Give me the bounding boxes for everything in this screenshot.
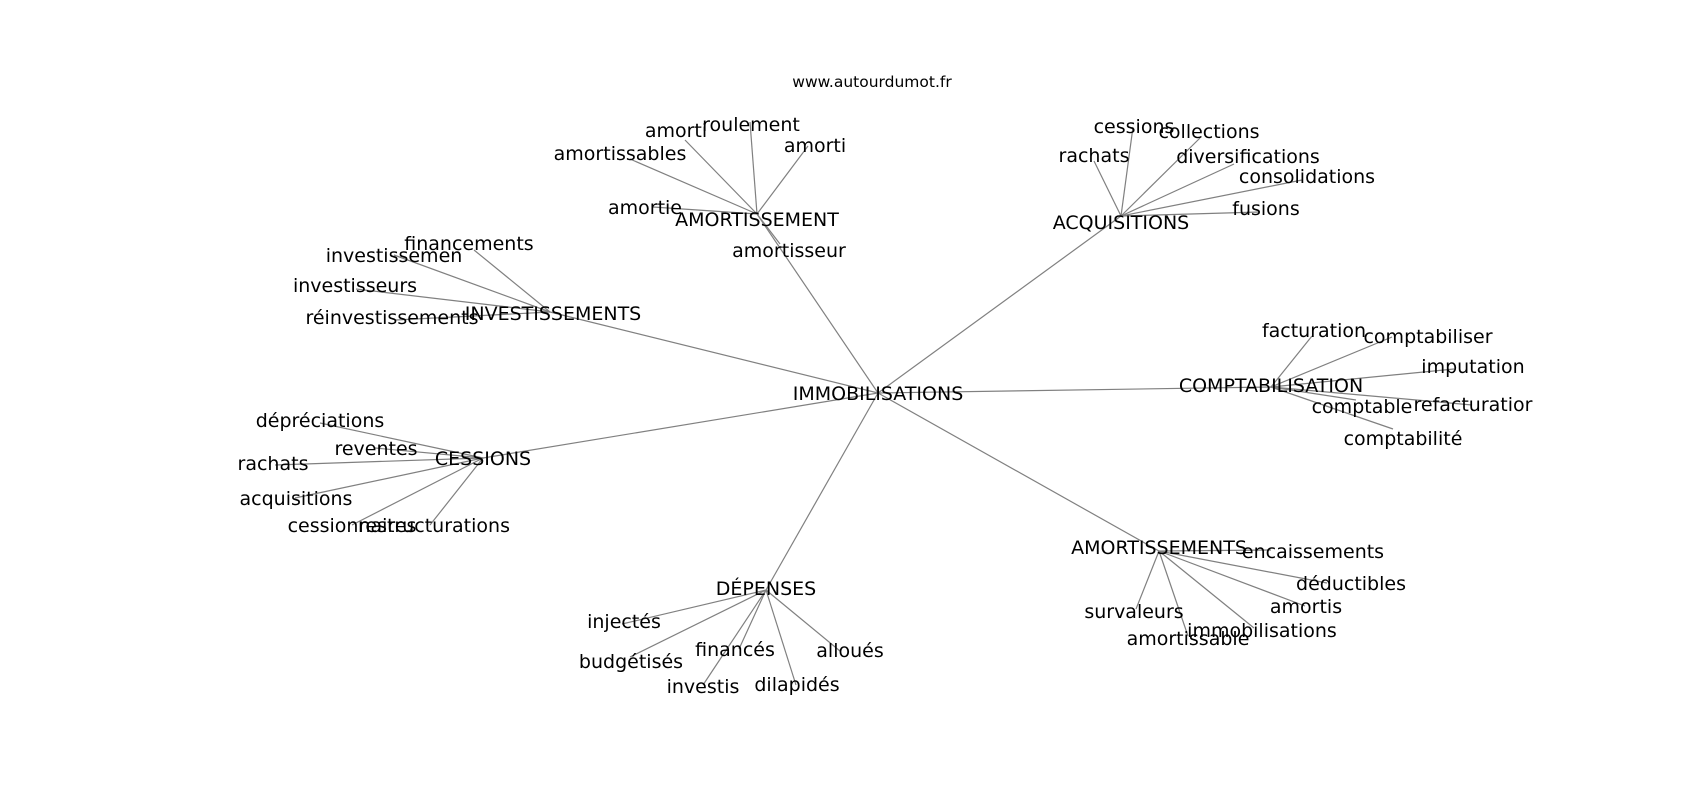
edge-amortissement-word [652,206,758,215]
edge-depenses-word [765,589,797,686]
edge-comptabilisation-word [1270,368,1455,388]
word-node-label: cessions [1094,116,1175,138]
word-node-label: comptabiliser [1363,326,1492,348]
edge-acquisitions-word [1120,211,1261,217]
edge-cessions-word [351,457,484,526]
edge-acquisitions-word [1120,126,1134,217]
edge-center-amortissement [756,213,879,394]
edge-center-comptabilisation [877,386,1272,394]
edge-acquisitions-word [1120,137,1201,217]
edge-cessions-word [429,457,484,526]
word-node-label: acquisitions [240,488,353,510]
edge-comptabilisation-word [1270,386,1473,406]
edge-amortissements-word [1158,549,1272,552]
cluster-node-label: CESSIONS [435,448,531,470]
word-node-label: imputation [1421,356,1524,378]
edge-depenses-word [738,589,767,650]
word-node-label: budgétisés [579,651,683,673]
cluster-node-label: COMPTABILISATION [1179,375,1363,397]
word-node-label: restructurations [358,515,510,537]
source-label: www.autourdumot.fr [792,73,952,91]
cluster-node-label: AMORTISSEMENTS [1071,537,1247,559]
edge-comptabilisation-word [1270,386,1394,430]
edge-investissements-word [473,249,551,313]
word-node-label: investis [667,676,740,698]
word-node-label: amortie [608,197,682,219]
edge-cessions-word [294,457,484,499]
cluster-node-label: AMORTISSEMENT [675,209,839,231]
word-node-label: survaleurs [1084,601,1183,623]
edge-amortissements-word [1158,550,1306,607]
word-node-label: dilapidés [754,674,839,696]
word-node-label: amortissable [1127,628,1250,650]
word-node-label: amorti [784,135,846,157]
word-node-label: facturation [1262,320,1366,342]
word-node-label: collections [1158,121,1259,143]
edge-depenses-word [629,589,767,658]
word-node-label: rachats [238,453,309,475]
edge-acquisitions-word [1120,179,1303,217]
edge-amortissement-word [629,158,758,215]
edge-amortissements-word [1158,550,1255,629]
word-node-label: diversifications [1176,146,1320,168]
word-node-label: réinvestissements [305,307,478,329]
edge-depenses-word [765,589,841,652]
word-node-label: encaissements [1242,541,1384,563]
edge-investissements-word [395,311,551,321]
word-node-label: comptabilité [1344,428,1463,450]
word-node-label: rachats [1059,145,1130,167]
word-node-label: cessionnaires [288,515,417,537]
edge-acquisitions-word [1093,160,1122,217]
edge-amortissement-word [756,145,809,215]
edge-amortissement-word [749,121,758,215]
cluster-node-label: ACQUISITIONS [1053,212,1190,234]
edge-amortissement-word [684,139,758,215]
edge-center-amortissements [877,392,1160,552]
center-node-label: IMMOBILISATIONS [793,383,964,405]
edge-amortissement-word [756,213,781,245]
word-node-label: investisseurs [293,275,417,297]
word-node-label: financés [695,639,775,661]
word-node-label: amortissables [554,143,687,165]
edge-acquisitions-word [1120,163,1235,217]
word-node-label: amortisseur [732,240,846,262]
word-node-label: reventes [334,438,417,460]
edge-center-investissements [549,311,879,394]
edge-center-acquisitions [877,215,1122,394]
edge-amortissements-word [1158,550,1189,637]
cluster-node-label: INVESTISSEMENTS [465,303,642,325]
edge-amortissements-word [1135,550,1160,610]
edge-cessions-word [374,447,484,459]
word-node-label: refacturatior [1414,394,1533,416]
edge-center-cessions [482,392,879,459]
edge-comptabilisation-word [1270,386,1357,401]
word-node-label: amorti [645,120,707,142]
edge-depenses-word [702,589,767,686]
word-node-label: immobilisations [1187,620,1337,642]
word-node-label: investissemen [326,245,463,267]
edge-comptabilisation-word [1270,336,1393,388]
graph-labels: IMMOBILISATIONS AMORTISSEMENT amortissable… [238,114,1533,698]
word-node-label: roulement [702,114,800,136]
word-node-label: injectés [587,611,661,633]
word-node-label: dépréciations [256,410,385,432]
word-node-label: amortis [1270,596,1342,618]
edge-investissements-word [393,254,551,313]
edge-investissements-word [355,288,551,313]
graph-edges [274,121,1473,686]
edge-amortissements-word [1158,550,1328,584]
word-node-label: financements [404,233,533,255]
edge-cessions-word [319,422,484,459]
word-node-label: déductibles [1296,573,1406,595]
edge-center-depenses [765,392,879,591]
word-node-label: alloués [816,640,883,662]
word-node-label: fusions [1232,198,1299,220]
edge-cessions-word [274,457,484,466]
word-node-label: comptable [1312,396,1413,418]
edge-depenses-word [621,589,767,625]
word-node-label: consolidations [1239,166,1375,188]
cluster-node-label: DÉPENSES [716,577,816,600]
edge-comptabilisation-word [1270,335,1313,388]
